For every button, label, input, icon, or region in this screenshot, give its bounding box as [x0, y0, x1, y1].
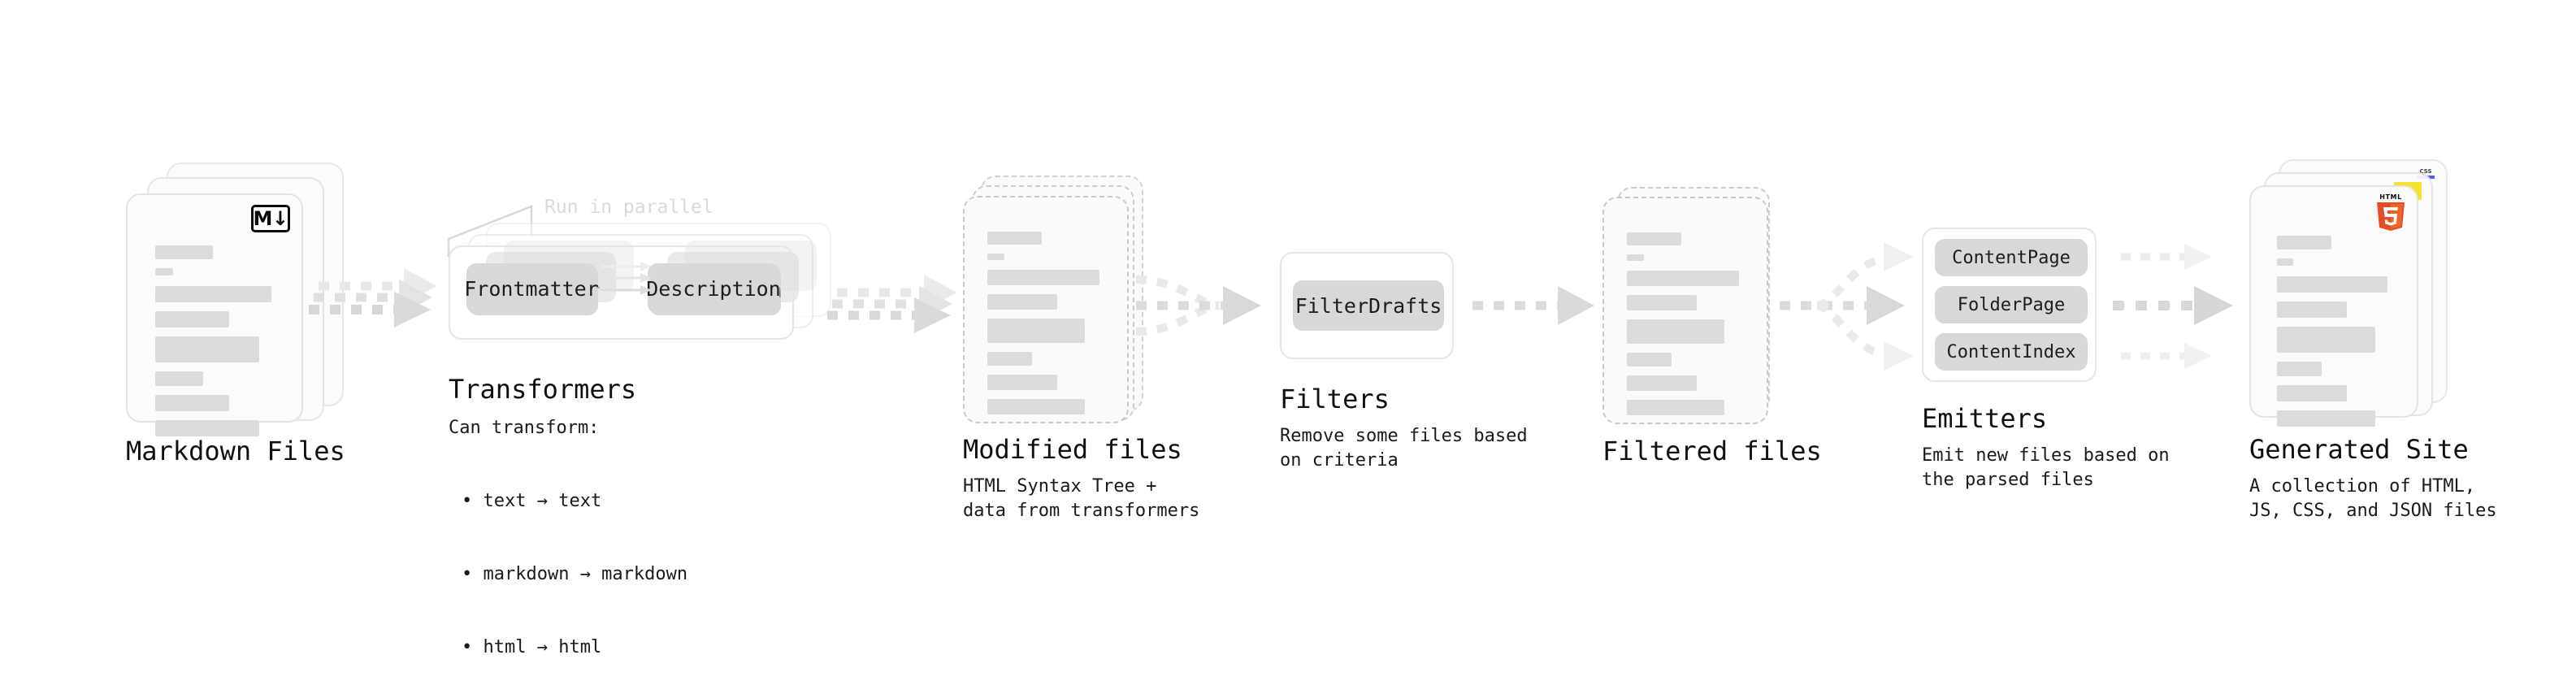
transformer-pill-description-label[interactable]: Description [646, 263, 781, 314]
filtered-content-lines [1627, 232, 1747, 424]
stage-title-markdown-files: Markdown Files [126, 436, 345, 466]
stage-subtitle-modified-files: HTML Syntax Tree + data from transformer… [963, 476, 1200, 521]
stage-subtitle-filters: Remove some files based on criteria [1280, 426, 1528, 471]
transformer-pill-frontmatter-label[interactable]: Frontmatter [464, 263, 599, 314]
filtered-file-stack [1602, 187, 1798, 431]
stage-title-transformers: Transformers [449, 374, 637, 405]
modified-card-front [963, 196, 1129, 423]
stage-title-emitters: Emitters [1922, 403, 2048, 434]
file-card-front: M↓ [126, 193, 303, 436]
markdown-file-stack: M↓ [126, 163, 345, 436]
transformer-inner-arrows [601, 262, 652, 295]
transformers-bullet-0: • text → text [462, 491, 602, 511]
transformers-bullet-list: • text → text • markdown → markdown • ht… [462, 440, 687, 681]
markdown-badge: M↓ [251, 205, 290, 232]
stage-subtitle-transformers: Can transform: [449, 418, 600, 438]
emitter-pill-folderpage[interactable]: FolderPage [1935, 286, 2088, 323]
transformers-bullet-2: • html → html [462, 637, 602, 657]
stage-filtered-files: Filtered files [1602, 187, 1822, 466]
stage-markdown-files: M↓ Markdown Files [126, 163, 345, 466]
stage-modified-files: Modified files HTML Syntax Tree + data f… [963, 176, 1199, 521]
file-content-lines [155, 245, 280, 445]
html5-icon: HTML [2377, 193, 2405, 231]
site-content-lines [2277, 236, 2396, 436]
stage-subtitle-generated-site: A collection of HTML, JS, CSS, and JSON … [2249, 476, 2497, 521]
run-in-parallel-label: Run in parallel [544, 197, 713, 218]
site-card-html: HTML [2249, 185, 2418, 427]
transformers-bullet-1: • markdown → markdown [462, 564, 688, 584]
emitter-pill-contentindex[interactable]: ContentIndex [1935, 333, 2088, 371]
filter-pill-filterdrafts[interactable]: FilterDrafts [1293, 280, 1444, 331]
parallel-bracket [447, 205, 533, 257]
filtered-card-front [1602, 197, 1768, 424]
svg-text:CSS: CSS [2419, 168, 2431, 175]
stage-subtitle-emitters: Emit new files based on the parsed files [1922, 445, 2170, 490]
modified-content-lines [987, 232, 1108, 423]
emitter-pill-contentpage[interactable]: ContentPage [1935, 239, 2088, 276]
stage-title-filters: Filters [1280, 384, 1390, 414]
svg-text:HTML: HTML [2379, 193, 2402, 201]
modified-file-stack [963, 176, 1166, 427]
stage-generated-site: CSS HTML [2249, 159, 2497, 521]
stage-title-filtered-files: Filtered files [1602, 436, 1822, 466]
emitters-group: ContentPage FolderPage ContentIndex [1922, 228, 2097, 382]
transformer-group-front-border [449, 245, 794, 340]
generated-file-stack: CSS HTML [2249, 159, 2469, 427]
stage-title-modified-files: Modified files [963, 434, 1182, 465]
stage-title-generated-site: Generated Site [2249, 434, 2469, 465]
filters-group: FilterDrafts [1280, 252, 1454, 359]
